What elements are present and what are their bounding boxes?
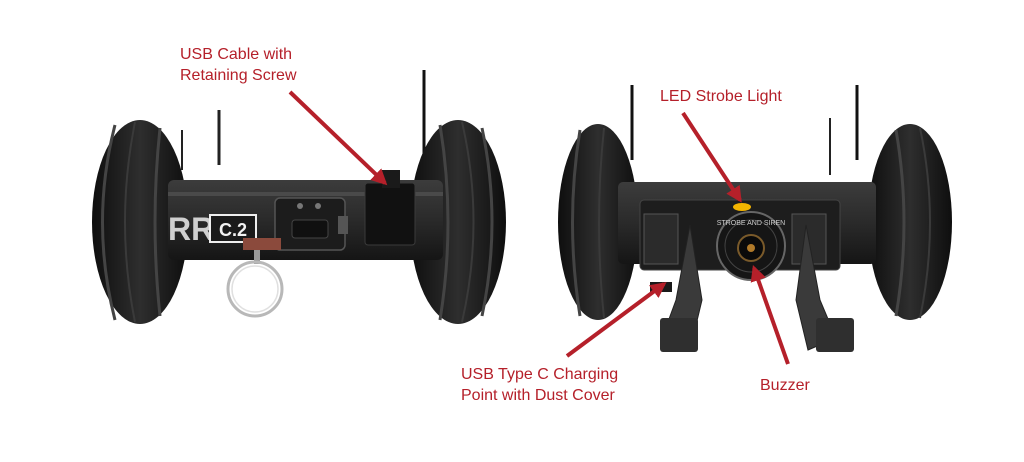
callout-buzzer: Buzzer [760,375,810,396]
led-strobe-light [733,203,751,211]
callout-led-strobe-line1: LED Strobe Light [660,88,782,105]
left-robot-wheel-left [92,120,188,324]
model-badge [209,214,257,243]
callout-usb-cable-line2: Retaining Screw [180,67,297,84]
rr-logo-text: RR [168,211,214,247]
usb-port [338,216,348,234]
robot-right: STROBE AND SIREN [558,85,952,352]
retaining-screw [382,170,400,188]
callout-usb-type-c: USB Type C Charging Point with Dust Cove… [461,364,618,406]
right-robot-wheel-right [868,124,952,320]
arrow-led-strobe [681,111,742,203]
arrow-usb-type-c [565,282,667,358]
arrow-usb-cable [288,90,388,186]
right-robot-wheel-left [558,124,638,320]
callout-usb-type-c-line1: USB Type C Charging [461,366,619,383]
callout-usb-cable: USB Cable with Retaining Screw [180,44,297,86]
callout-led-strobe: LED Strobe Light [660,86,782,107]
buzzer-ring-text: STROBE AND SIREN [717,220,785,227]
pull-ring [226,260,284,318]
buzzer: STROBE AND SIREN [716,211,786,281]
robot-left: RR C.2 [92,70,506,324]
callout-usb-type-c-line2: Point with Dust Cover [461,387,615,404]
model-badge-text: C.2 [219,220,247,240]
arrow-buzzer [750,264,790,365]
callout-buzzer-line1: Buzzer [760,377,810,394]
usb-cable-connector [364,182,416,246]
pull-tab [243,238,281,250]
rr-logo: RR [168,211,214,247]
left-robot-wheel-right [410,120,506,324]
callout-usb-cable-line1: USB Cable with [180,46,293,63]
